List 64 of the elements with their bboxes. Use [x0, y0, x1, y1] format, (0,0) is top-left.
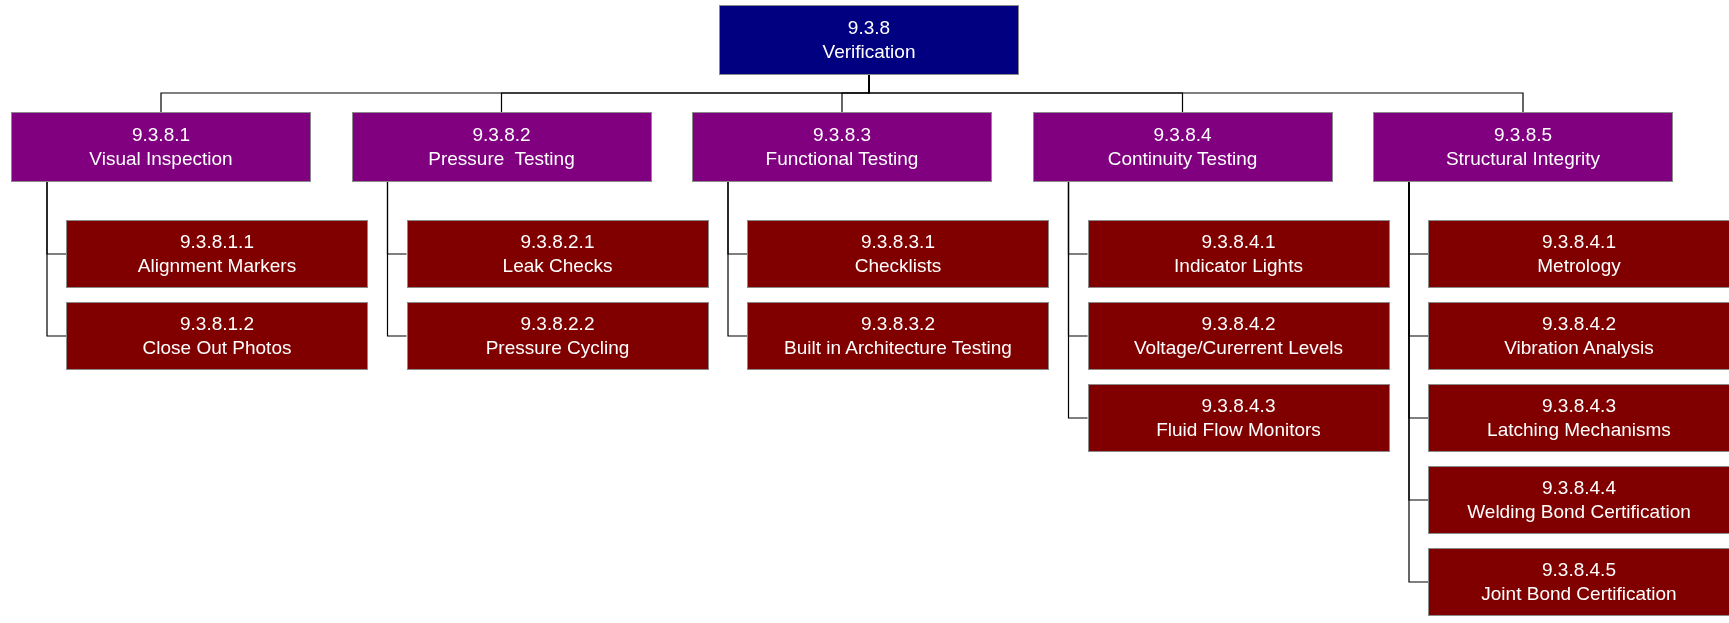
wbs-number: 9.3.8.4.5: [1542, 558, 1616, 582]
wbs-number: 9.3.8.4.3: [1542, 394, 1616, 418]
wbs-number: 9.3.8.1.2: [180, 312, 254, 336]
wbs-number: 9.3.8: [847, 16, 891, 40]
wbs-number: 9.3.8.4.2: [1542, 312, 1616, 336]
wbs-number: 9.3.8.2: [472, 123, 531, 147]
task-name: Leak Checks: [502, 254, 613, 278]
wbs-number: 9.3.8.4.1: [1542, 230, 1616, 254]
task-box: [1428, 548, 1729, 616]
task-name: Functional Testing: [765, 147, 919, 171]
task-name: Alignment Markers: [137, 254, 297, 278]
category-box: [351, 112, 652, 182]
task-name: Metrology: [1537, 254, 1621, 278]
task-box: [1428, 302, 1729, 370]
connector-line: [386, 181, 408, 337]
task-name: Indicator Lights: [1174, 254, 1303, 278]
connector-line: [46, 181, 67, 337]
task-name: Fluid Flow Monitors: [1156, 418, 1321, 442]
wbs-number: 9.3.8.4.1: [1201, 230, 1276, 254]
wbs-number: 9.3.8.1.1: [180, 230, 254, 254]
wbs-number: 9.3.8.1: [131, 123, 191, 147]
task-name: Structural Integrity: [1445, 147, 1601, 171]
task-name: Latching Mechanisms: [1487, 418, 1671, 442]
task-name: Joint Bond Certification: [1481, 582, 1677, 606]
wbs-number: 9.3.8.4.3: [1201, 394, 1276, 418]
task-name: Pressure Testing: [428, 147, 575, 171]
wbs-number: 9.3.8.3: [812, 123, 872, 147]
task-name: Checklists: [854, 254, 942, 278]
task-name: Pressure Cycling: [485, 336, 630, 360]
category-box: [11, 112, 311, 182]
task-box: [1428, 466, 1729, 534]
task-box: [747, 220, 1049, 288]
task-box: [1087, 384, 1390, 452]
task-box: [1428, 384, 1729, 452]
connector-line: [727, 181, 748, 337]
task-box: [66, 220, 368, 288]
task-box: [1087, 220, 1390, 288]
task-box: [406, 220, 709, 288]
task-name: Continuity Testing: [1107, 147, 1258, 171]
root-box: [719, 5, 1019, 75]
category-box: [692, 112, 992, 182]
task-name: Verification: [822, 40, 916, 64]
wbs-number: 9.3.8.5: [1493, 123, 1553, 147]
wbs-number: 9.3.8.3.1: [861, 230, 935, 254]
task-name: Vibration Analysis: [1504, 336, 1654, 360]
task-name: Voltage/Curerrent Levels: [1133, 336, 1344, 360]
wbs-number: 9.3.8.3.2: [861, 312, 935, 336]
wbs-number: 9.3.8.4.2: [1201, 312, 1276, 336]
wbs-number: 9.3.8.2.2: [520, 312, 595, 336]
category-box: [1373, 112, 1673, 182]
task-box: [406, 302, 709, 370]
task-name: Close Out Photos: [142, 336, 292, 360]
task-box: [747, 302, 1049, 370]
task-name: Built in Architecture Testing: [784, 336, 1012, 360]
task-name: Welding Bond Certification: [1467, 500, 1691, 524]
task-box: [1428, 220, 1729, 288]
wbs-number: 9.3.8.2.1: [520, 230, 595, 254]
wbs-number: 9.3.8.4: [1153, 123, 1212, 147]
task-box: [66, 302, 368, 370]
connector-line: [1067, 181, 1089, 419]
task-box: [1087, 302, 1390, 370]
category-box: [1032, 112, 1333, 182]
wbs-number: 9.3.8.4.4: [1542, 476, 1616, 500]
task-name: Visual Inspection: [89, 147, 233, 171]
